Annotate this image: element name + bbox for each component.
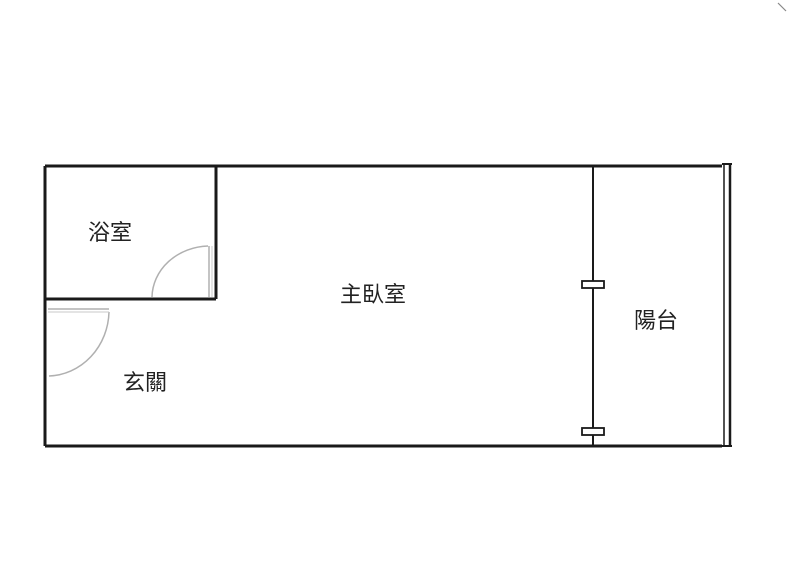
bathroom-door — [151, 245, 213, 298]
room-label-entrance: 玄關 — [123, 371, 167, 396]
sliding-door-marker-bottom — [581, 427, 605, 436]
room-label-master-bedroom: 主臥室 — [340, 283, 406, 308]
entrance-door — [48, 308, 110, 377]
balcony-partition — [581, 166, 605, 446]
room-label-balcony: 陽台 — [634, 309, 678, 334]
sliding-door-marker-top — [581, 280, 605, 289]
outer-walls — [43, 163, 732, 448]
bathroom-door-arc — [151, 245, 209, 298]
room-label-bathroom: 浴室 — [88, 221, 132, 246]
bathroom-walls — [45, 166, 218, 301]
corner-resize-icon — [777, 2, 787, 12]
entrance-door-arc — [48, 311, 110, 377]
